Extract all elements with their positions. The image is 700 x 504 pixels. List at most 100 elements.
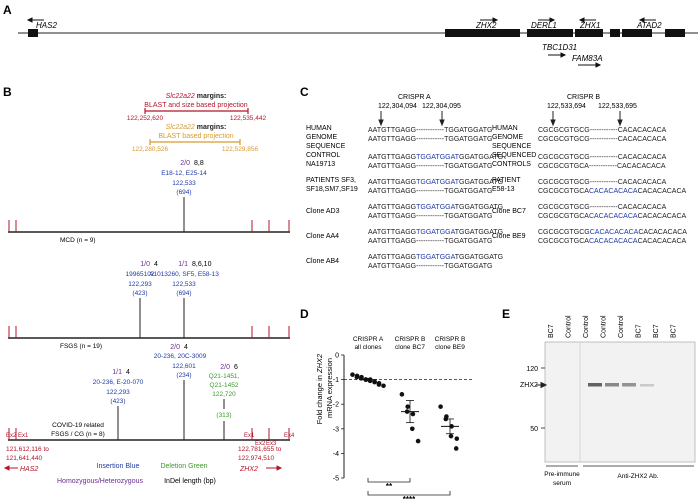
- data-point-2-5: [454, 436, 460, 441]
- category-label-1-1: clone BC7: [395, 344, 425, 351]
- gene-left-label: HAS2: [20, 466, 38, 473]
- covid-m1-zyg: 1/1: [112, 369, 122, 376]
- crispr-a-seq-0-1: AATGTTGAGG------------TGGATGGATG: [368, 136, 492, 143]
- y-tick-label-2: -2: [333, 402, 339, 409]
- covid-m1-ids: 20-236, E-20-070: [93, 379, 144, 386]
- panel-a-label: A: [3, 3, 12, 17]
- mcd-track: 2/0 8,8 E18-12, E25-14 122,533 (694) MCD…: [8, 160, 290, 244]
- y-axis-label: Fold change in ZHX2 mRNA expression: [315, 352, 334, 425]
- y-tick-label-3: -3: [333, 426, 339, 433]
- sig-label-1: ****: [403, 495, 416, 504]
- fsgs-m1-ids: 19965102: [126, 271, 155, 278]
- panel-b: B Slc22a22 margins: BLAST and size based…: [3, 85, 295, 485]
- crispr-b-seq-0-1: CGCGCGTGCG------------CACACACACA: [538, 136, 667, 143]
- band-lane-5: [622, 383, 636, 387]
- coord-right-2: 122,974,510: [238, 455, 275, 462]
- category-label-2-0: CRISPR B: [435, 336, 466, 343]
- sig-bracket-1: [367, 491, 451, 496]
- crispr-a-seq-5-0: AATGTTGAGGTGGATGGATGGATGGATG: [368, 254, 503, 261]
- gene-label-derl1: DERL1: [531, 21, 557, 30]
- panel-b-label: B: [3, 85, 12, 99]
- gene-label-fam83a: FAM83A: [572, 54, 603, 63]
- crispr-b-row-label-4: Clone BE9: [492, 233, 526, 240]
- crispr-b-seq-3-0: CGCGCGTGCG------------CACACACACA: [538, 204, 667, 211]
- y-tick-label-1: -1: [333, 377, 339, 384]
- gene-box-has2: [28, 29, 38, 37]
- fsgs-m2-len: (694): [176, 290, 191, 297]
- fsgs-m2-ids: A1013260, SF5, E58-13: [149, 271, 219, 278]
- category-label-1-0: CRISPR B: [395, 336, 426, 343]
- data-point-2-0: [438, 404, 443, 409]
- gene-box-atad2: [622, 29, 652, 37]
- legend-len: InDel length (bp): [164, 478, 216, 485]
- gene-label-tbc1d31: TBC1D31: [542, 43, 577, 52]
- gene-label-zhx1: ZHX1: [579, 21, 600, 30]
- covid-m3-count: 6: [234, 364, 238, 371]
- red-margin-right: 122,535,442: [230, 115, 267, 122]
- gene-box-tbc1d31: [575, 29, 603, 37]
- marker-120: 120: [526, 366, 538, 373]
- band-arrow-icon: [536, 381, 548, 389]
- panel-c: C CRISPR A 122,304,094 122,304,095 HUMAN…: [300, 85, 687, 270]
- lane-label-2: Control: [583, 315, 590, 338]
- crispr-b-seq-3-1: CGCGCGTGCACACACACACACACACACACA: [538, 213, 687, 220]
- category-label-0-0: CRISPR A: [353, 336, 384, 343]
- data-point-1-1: [405, 404, 411, 409]
- data-point-1-3: [410, 411, 416, 417]
- fsgs-label: FSGS (n = 19): [60, 343, 102, 350]
- crispr-a-row-label-3: Clone AD3: [306, 208, 340, 215]
- legend-zyg: Homozygous/Heterozygous: [57, 478, 143, 485]
- gene-label-zhx2: ZHX2: [475, 21, 497, 30]
- exon-left-ex2: Ex2: [6, 433, 17, 439]
- legend-deletion: Deletion Green: [160, 463, 207, 470]
- data-point-2-2: [443, 416, 449, 422]
- crispr-b-seq-4-0: CGCGCGTGCGCACACACACACACACACACA: [538, 229, 687, 236]
- mcd-pos: 122,533: [172, 180, 196, 187]
- panel-a: A HAS2 ZHX2 DERL1 ZHX1 ATAD2 TBC1D31 FAM…: [3, 3, 698, 68]
- panel-c-label: C: [300, 85, 309, 99]
- mcd-label: MCD (n = 9): [60, 237, 96, 244]
- mcd-len: (694): [176, 189, 191, 196]
- data-point-1-5: [415, 438, 421, 444]
- lane-label-3: Control: [601, 315, 608, 338]
- mcd-count: 8,8: [194, 160, 204, 167]
- data-point-2-4: [448, 433, 454, 439]
- gene-box-atad2-end: [665, 29, 685, 37]
- y-tick-label-0: 0: [335, 353, 339, 360]
- mcd-zyg: 2/0: [180, 160, 190, 167]
- panel-d-label: D: [300, 307, 309, 321]
- lane-label-1: Control: [566, 315, 573, 338]
- crispr-a-seq-4-0: AATGTTGAGGTGGATGGATGGATGGATG: [368, 229, 503, 236]
- y-tick-label-4: -4: [333, 451, 339, 458]
- crispr-b-pos2: 122,533,695: [598, 103, 637, 110]
- exon-right-ex4: Ex4: [284, 433, 295, 439]
- fsgs-m1-len: (423): [132, 290, 147, 297]
- coord-left-2: 121,641,440: [6, 455, 43, 462]
- orange-margin-title: Slc22a22 margins:: [166, 124, 227, 131]
- lane-label-5: BC7: [636, 324, 643, 338]
- covid-label-1: COVID-19 related: [52, 422, 104, 429]
- crispr-a-seq-4-1: AATGTTGAGG------------TGGATGGATG: [368, 238, 492, 245]
- covid-track: 2/0 4 20-236, 20C-3009 122,601 (234) 1/1…: [3, 344, 295, 485]
- crispr-b-seq-0-0: CGCGCGTGCG------------CACACACACA: [538, 127, 667, 134]
- red-margin-method: BLAST and size based projection: [144, 102, 247, 109]
- fsgs-track: 1/0 4 19965102 122,293 (423) 1/1 8,6,10 …: [8, 261, 290, 350]
- data-point-0-10: [372, 379, 377, 385]
- gene-box-zhx2: [445, 29, 520, 37]
- band-lane-6: [640, 384, 654, 387]
- crispr-b-title: CRISPR B: [567, 94, 600, 101]
- data-point-0-12: [376, 382, 382, 387]
- crispr-a-seq-3-1: AATGTTGAGG------------TGGATGGATG: [368, 213, 492, 220]
- fsgs-m2-pos: 122,533: [172, 281, 196, 288]
- fsgs-m1-count: 4: [154, 261, 158, 268]
- crispr-a-row-label-5: Clone AB4: [306, 258, 339, 265]
- covid-m1-len: (423): [110, 398, 125, 405]
